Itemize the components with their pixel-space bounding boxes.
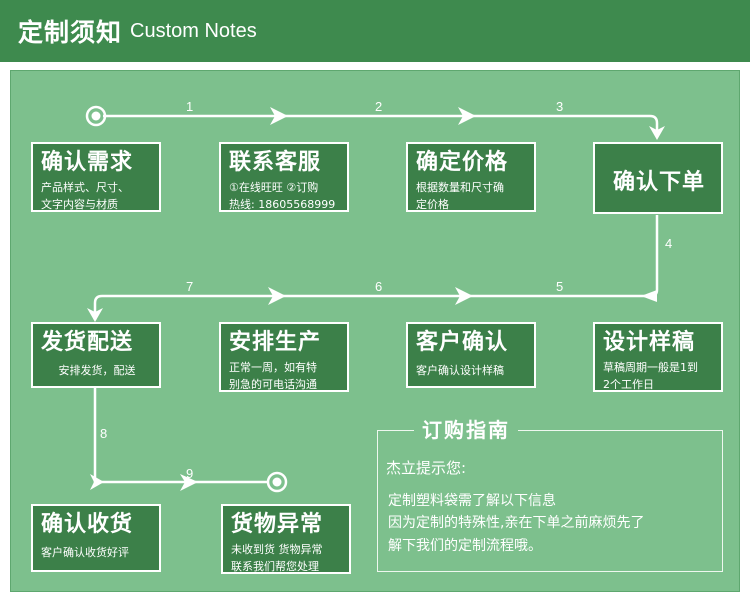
arrow-number-9: 9 [186, 466, 194, 481]
step-arrange-production: 安排生产 正常一周，如有特 别急的可电话沟通 [219, 322, 349, 392]
arrowhead-3 [649, 126, 665, 140]
step-desc-line: 文字内容与材质 [41, 198, 118, 211]
arrowhead-9 [180, 474, 198, 491]
step-title: 货物异常 [231, 512, 324, 537]
guide-line: 解下我们的定制流程哦。 [388, 538, 542, 554]
step-title: 安排生产 [229, 330, 322, 355]
arrowhead-7 [87, 308, 103, 322]
guide-greeting: 杰立提示您: [386, 459, 467, 477]
ordering-guide: 杰立提示您: 定制塑料袋需了解以下信息 因为定制的特殊性,亲在下单之前麻烦先了 … [377, 430, 723, 572]
step-desc-line: 2个工作日 [603, 378, 654, 391]
step-desc-line: 客户确认设计样稿 [416, 364, 504, 377]
step-customer-confirm: 客户确认 客户确认设计样稿 [406, 322, 536, 388]
step-title: 客户确认 [416, 330, 509, 355]
step-title: 发货配送 [41, 330, 134, 355]
step-goods-abnormal: 货物异常 未收到货 货物异常 联系我们帮您处理 [221, 504, 351, 574]
step-desc-line: 安排发货，配送 [58, 364, 136, 377]
arrowhead-4 [641, 290, 657, 302]
arrow-number-8: 8 [100, 426, 108, 441]
guide-line: 定制塑料袋需了解以下信息 [388, 493, 556, 509]
step-contact-service: 联系客服 ①在线旺旺 ②订购 热线: 18605568999 [219, 142, 349, 212]
arrow-number-6: 6 [375, 279, 383, 294]
step-title: 确认需求 [41, 150, 134, 175]
arrowhead-1 [270, 107, 288, 125]
step-desc-line: 联系我们帮您处理 [231, 560, 319, 573]
arrow-number-7: 7 [186, 279, 194, 294]
arrowhead-5 [455, 287, 473, 305]
end-node [266, 471, 288, 493]
step-desc-line: 热线: 18605568999 [229, 198, 336, 211]
arrow-number-3: 3 [556, 99, 564, 114]
step-desc-line: 别急的可电话沟通 [229, 378, 317, 391]
step-desc-line: 根据数量和尺寸确 [416, 181, 504, 194]
header-title-en: Custom Notes [130, 20, 257, 42]
header-title-zh: 定制须知 [18, 18, 123, 47]
arrow-number-4: 4 [665, 236, 673, 251]
start-node [85, 105, 107, 127]
arrow-number-2: 2 [375, 99, 383, 114]
step-desc-line: 客户确认收货好评 [41, 546, 129, 559]
step-shipping: 发货配送 安排发货，配送 [31, 322, 161, 388]
step-confirm-requirements: 确认需求 产品样式、尺寸、 文字内容与材质 [31, 142, 161, 212]
step-confirm-receipt: 确认收货 客户确认收货好评 [31, 504, 161, 572]
step-title: 联系客服 [229, 150, 322, 175]
step-title: 确认下单 [612, 170, 705, 195]
step-desc-line: 未收到货 货物异常 [231, 543, 323, 556]
step-desc-line: ①在线旺旺 ②订购 [229, 181, 319, 194]
guide-title: 订购指南 [414, 414, 518, 443]
step-confirm-price: 确定价格 根据数量和尺寸确 定价格 [406, 142, 536, 212]
step-title: 设计样稿 [603, 330, 696, 355]
step-title: 确认收货 [41, 512, 134, 537]
arrowhead-8 [90, 474, 104, 490]
connector-4-5-6-7 [93, 215, 659, 320]
step-desc-line: 产品样式、尺寸、 [41, 181, 129, 194]
arrowhead-2 [458, 107, 476, 125]
step-desc-line: 正常一周，如有特 [229, 361, 317, 374]
arrow-number-5: 5 [556, 279, 564, 294]
step-desc-line: 草稿周期一般是1到 [603, 361, 698, 374]
connector-8-9 [93, 388, 268, 484]
step-design-draft: 设计样稿 草稿周期一般是1到 2个工作日 [593, 322, 723, 392]
arrowhead-6 [268, 287, 286, 305]
step-title: 确定价格 [416, 150, 509, 175]
step-desc-line: 定价格 [416, 198, 449, 211]
guide-line: 因为定制的特殊性,亲在下单之前麻烦先了 [388, 515, 645, 531]
arrow-number-1: 1 [186, 99, 194, 114]
header-bar: 定制须知 Custom Notes [0, 0, 750, 62]
step-confirm-order: 确认下单 [593, 142, 723, 214]
connector-1-2-3 [103, 114, 659, 135]
